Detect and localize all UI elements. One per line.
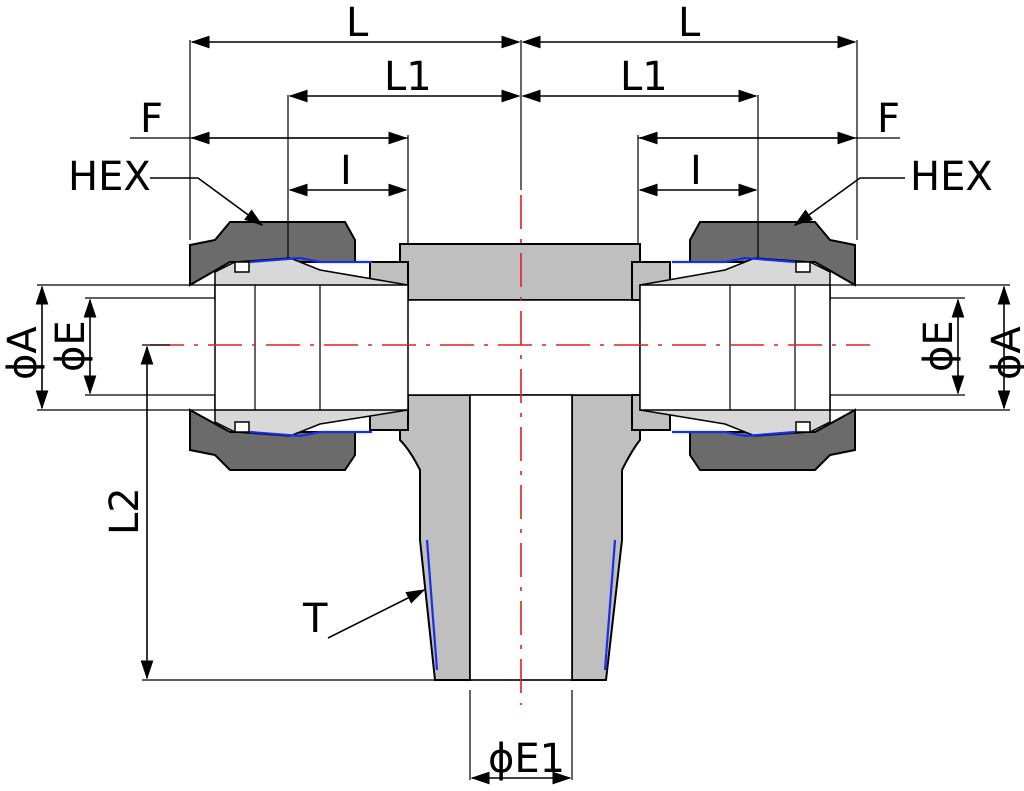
label-phiE1: ϕE1 [488,736,565,782]
label-T: T [302,596,328,642]
dimension-lines [35,35,1011,785]
label-phiE-left: ϕE [48,320,94,372]
label-I-left: I [340,148,352,194]
extension-lines [37,40,1010,780]
label-HEX-left: HEX [68,154,151,200]
label-L2: L2 [102,487,148,535]
label-phiA-left: ϕA [0,326,46,380]
branch-thread [425,539,617,671]
label-L1-right: L1 [620,54,668,100]
tee-body [369,243,671,681]
label-L-left: L [346,0,369,46]
right-nut-assembly [639,221,856,471]
left-nut-assembly [189,221,409,471]
label-L1-left: L1 [384,54,432,100]
label-F-left: F [140,96,163,142]
label-phiA-right: ϕA [984,326,1024,380]
label-F-right: F [877,96,900,142]
label-HEX-right: HEX [910,154,993,200]
label-L-right: L [678,0,701,46]
label-I-right: I [690,148,702,194]
label-phiE-right: ϕE [916,320,962,372]
